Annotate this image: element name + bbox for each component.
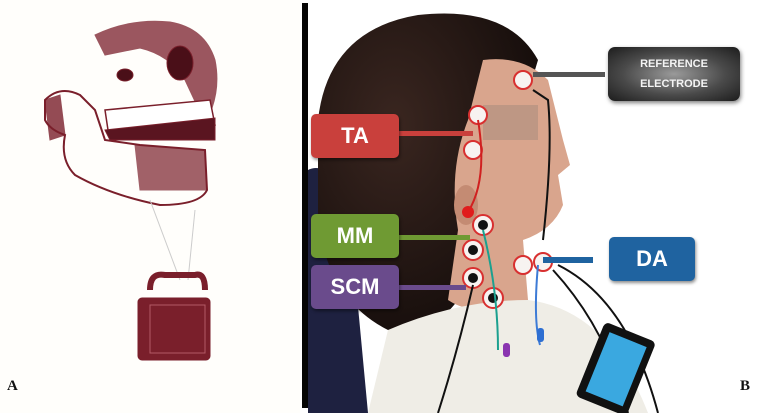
mm-callout: MM	[311, 214, 399, 258]
panel-a: A	[0, 0, 300, 413]
panel-label-b: B	[740, 378, 751, 394]
panel-divider	[302, 3, 308, 408]
reference-electrode-callout: REFERENCE ELECTRODE	[608, 47, 740, 101]
skull-jaw-weight-illustration	[44, 20, 218, 361]
reference-line1: REFERENCE	[640, 58, 708, 70]
scm-callout: SCM	[311, 265, 399, 309]
da-callout: DA	[609, 237, 695, 281]
reference-line2: ELECTRODE	[640, 78, 708, 90]
ta-callout: TA	[311, 114, 399, 158]
panel-label-a: A	[7, 378, 18, 394]
